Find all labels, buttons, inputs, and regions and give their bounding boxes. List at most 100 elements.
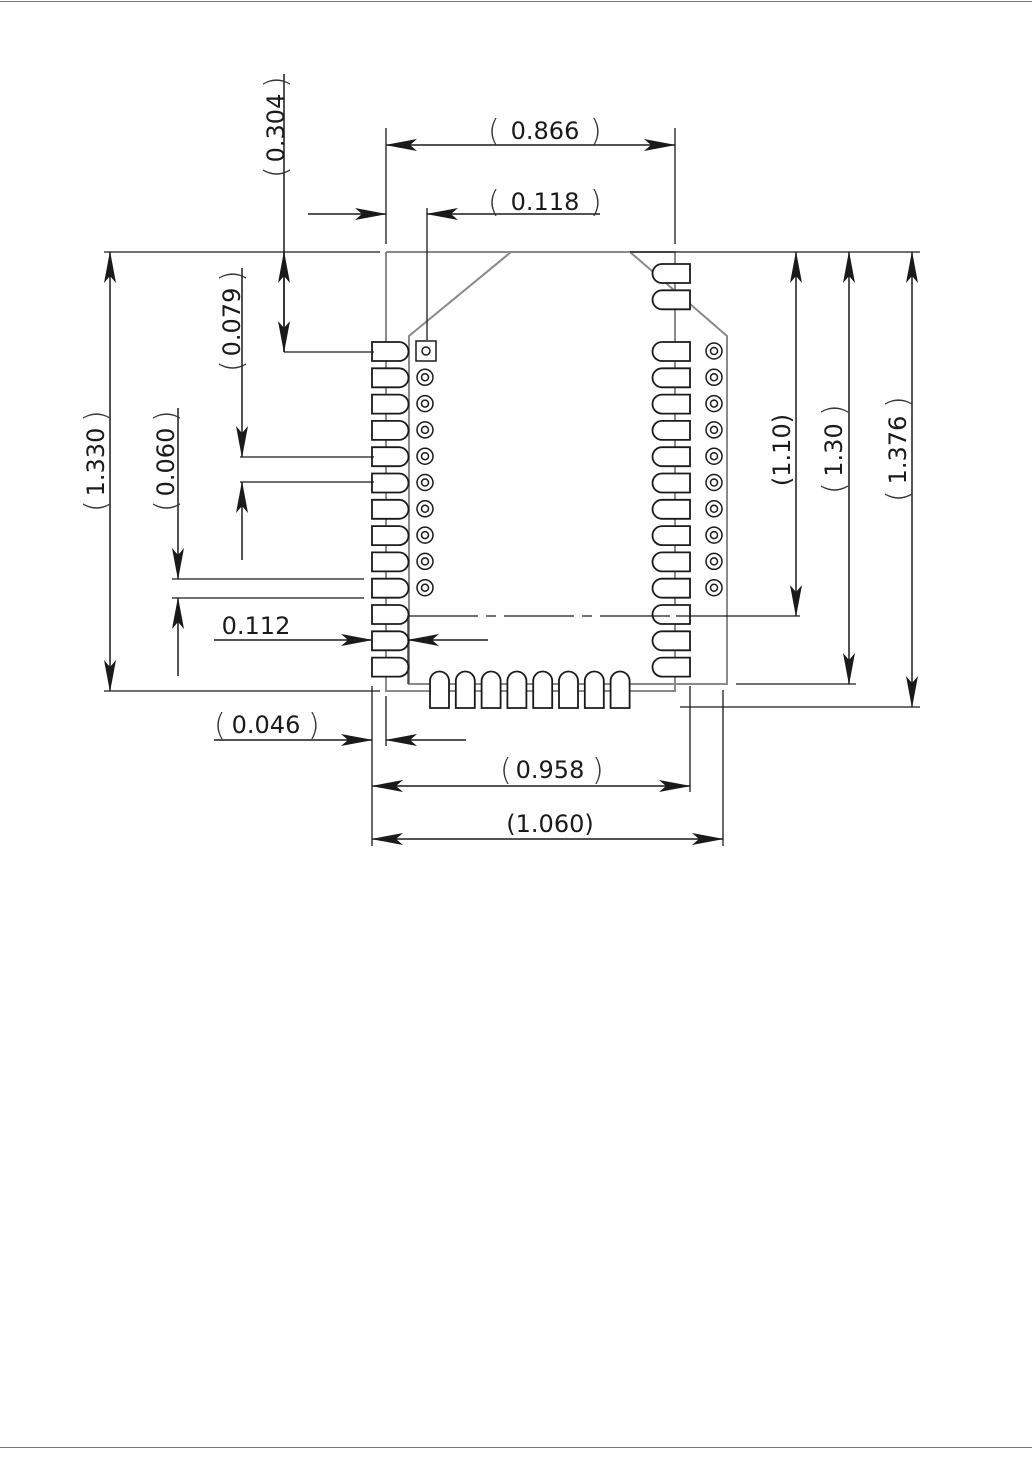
left-pin-ring bbox=[417, 501, 433, 517]
right-pin-hole bbox=[711, 426, 718, 433]
right-pad bbox=[653, 447, 691, 466]
right-pad bbox=[653, 474, 691, 493]
left-pin-hole bbox=[422, 453, 429, 460]
module-outline bbox=[386, 252, 727, 691]
right-pin-ring bbox=[706, 369, 722, 385]
right-pin-ring bbox=[706, 448, 722, 464]
svg-text:): ) bbox=[592, 753, 604, 788]
svg-text:(: ( bbox=[500, 753, 512, 788]
left-pad bbox=[372, 658, 409, 677]
right-pin-hole bbox=[711, 348, 718, 355]
left-pad bbox=[372, 526, 409, 545]
right-pin-ring bbox=[706, 553, 722, 569]
left-pad-row bbox=[372, 342, 409, 677]
right-pin-hole bbox=[711, 453, 718, 460]
svg-text:): ) bbox=[590, 114, 602, 149]
left-pin-ring bbox=[417, 448, 433, 464]
svg-text:): ) bbox=[259, 76, 294, 88]
left-pad bbox=[372, 474, 409, 493]
right-pin-hole bbox=[711, 584, 718, 591]
svg-text:): ) bbox=[817, 404, 852, 416]
bottom-pad bbox=[507, 672, 526, 709]
right-pad bbox=[653, 605, 691, 624]
right-pin-ring bbox=[706, 475, 722, 491]
label-1060: (1.060) bbox=[506, 810, 593, 838]
bottom-pad-row bbox=[430, 672, 630, 709]
left-pin-hole bbox=[422, 558, 429, 565]
extension-lines bbox=[104, 128, 920, 846]
left-pad bbox=[372, 500, 409, 519]
right-pin-hole bbox=[711, 505, 718, 512]
svg-text:(: ( bbox=[214, 708, 226, 743]
right-pin-hole bbox=[711, 532, 718, 539]
right-pad bbox=[653, 395, 691, 414]
svg-text:(: ( bbox=[259, 166, 294, 178]
left-pad bbox=[372, 421, 409, 440]
right-pin-ring bbox=[706, 501, 722, 517]
right-pad bbox=[653, 552, 691, 571]
left-pad bbox=[372, 447, 409, 466]
label-0304: 0.304 bbox=[262, 94, 290, 163]
bottom-pad bbox=[533, 672, 552, 709]
right-pin-ring bbox=[706, 527, 722, 543]
svg-text:(: ( bbox=[149, 500, 184, 512]
svg-text:(: ( bbox=[817, 482, 852, 494]
pin1-hole bbox=[422, 347, 430, 355]
svg-text:(: ( bbox=[881, 490, 916, 502]
right-pad bbox=[653, 290, 690, 309]
svg-text:(: ( bbox=[79, 500, 114, 512]
svg-text:(: ( bbox=[488, 185, 500, 220]
svg-text:(: ( bbox=[215, 360, 250, 372]
left-pad bbox=[372, 368, 409, 387]
label-0079: 0.079 bbox=[218, 288, 246, 357]
left-pin-hole bbox=[422, 505, 429, 512]
right-pad bbox=[653, 264, 691, 283]
label-0118: 0.118 bbox=[511, 188, 580, 216]
left-pin-hole bbox=[422, 400, 429, 407]
label-130: 1.30 bbox=[820, 423, 848, 476]
bottom-pad bbox=[611, 672, 630, 709]
label-0958: 0.958 bbox=[516, 756, 585, 784]
svg-text:): ) bbox=[149, 410, 184, 422]
left-pin-ring bbox=[417, 475, 433, 491]
right-pad bbox=[653, 658, 691, 677]
left-pin-ring bbox=[417, 553, 433, 569]
bottom-pad bbox=[482, 672, 501, 709]
left-pin-hole bbox=[422, 374, 429, 381]
label-1330: 1.330 bbox=[82, 428, 110, 497]
right-pad-row bbox=[653, 264, 691, 677]
left-pad bbox=[372, 605, 409, 624]
label-0060: 0.060 bbox=[152, 428, 180, 497]
left-pin-ring bbox=[417, 396, 433, 412]
svg-text:): ) bbox=[308, 708, 320, 743]
bottom-pad bbox=[430, 672, 449, 709]
right-pin-hole bbox=[711, 374, 718, 381]
left-pin-hole bbox=[422, 584, 429, 591]
right-pin-hole bbox=[711, 400, 718, 407]
svg-text:): ) bbox=[215, 270, 250, 282]
left-pin-ring bbox=[417, 369, 433, 385]
label-0866: 0.866 bbox=[511, 117, 580, 145]
right-pin-ring bbox=[706, 422, 722, 438]
right-pin-hole bbox=[711, 558, 718, 565]
label-0046: 0.046 bbox=[232, 711, 301, 739]
left-pad bbox=[372, 395, 409, 414]
bottom-pad bbox=[456, 672, 475, 709]
right-pin-ring bbox=[706, 396, 722, 412]
svg-text:): ) bbox=[881, 396, 916, 408]
right-pad bbox=[653, 500, 691, 519]
svg-text:): ) bbox=[590, 185, 602, 220]
label-0112: 0.112 bbox=[222, 612, 291, 640]
right-pin-ring bbox=[706, 580, 722, 596]
right-pad bbox=[653, 421, 691, 440]
left-pin-ring bbox=[417, 580, 433, 596]
bottom-pad bbox=[585, 672, 604, 709]
left-pin-hole bbox=[422, 532, 429, 539]
right-pad bbox=[653, 368, 691, 387]
right-pad bbox=[653, 526, 691, 545]
label-1376: 1.376 bbox=[884, 416, 912, 485]
svg-text:(: ( bbox=[488, 114, 500, 149]
left-pin-hole bbox=[422, 479, 429, 486]
left-pad bbox=[372, 579, 409, 598]
label-110: (1.10) bbox=[768, 414, 796, 486]
